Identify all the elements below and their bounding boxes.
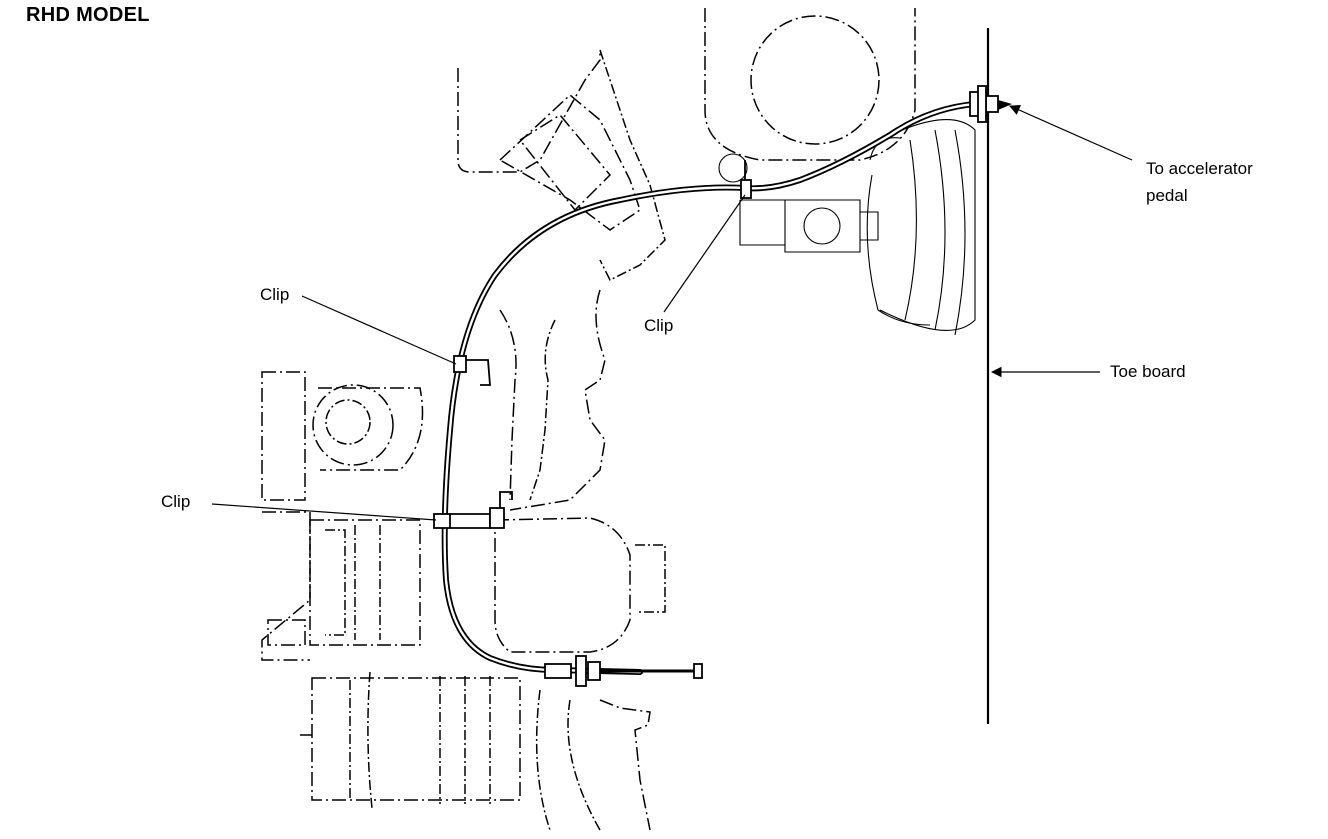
label-to-accelerator-line2: pedal xyxy=(1146,186,1188,205)
diagram-title: RHD MODEL xyxy=(26,4,150,26)
label-clip-upper-left: Clip xyxy=(260,285,290,304)
label-to-accelerator-line1: To accelerator xyxy=(1146,159,1253,178)
label-clip-lower-left: Clip xyxy=(161,492,191,511)
throttle-end-fitting xyxy=(544,655,703,687)
cable-clip-upper xyxy=(453,355,491,386)
leader-clip-upper xyxy=(301,295,457,365)
leader-accelerator xyxy=(1009,104,1133,161)
leader-clip-center xyxy=(663,194,746,313)
leader-clip-lower xyxy=(211,503,437,521)
cable-clip-lower xyxy=(433,491,513,529)
cable-end-fitting xyxy=(969,85,1012,123)
accelerator-cable xyxy=(441,101,978,675)
phantom-components xyxy=(261,8,976,831)
label-toe-board: Toe board xyxy=(1110,362,1186,381)
label-clip-center: Clip xyxy=(644,316,674,335)
cable-clip-center xyxy=(740,160,752,199)
